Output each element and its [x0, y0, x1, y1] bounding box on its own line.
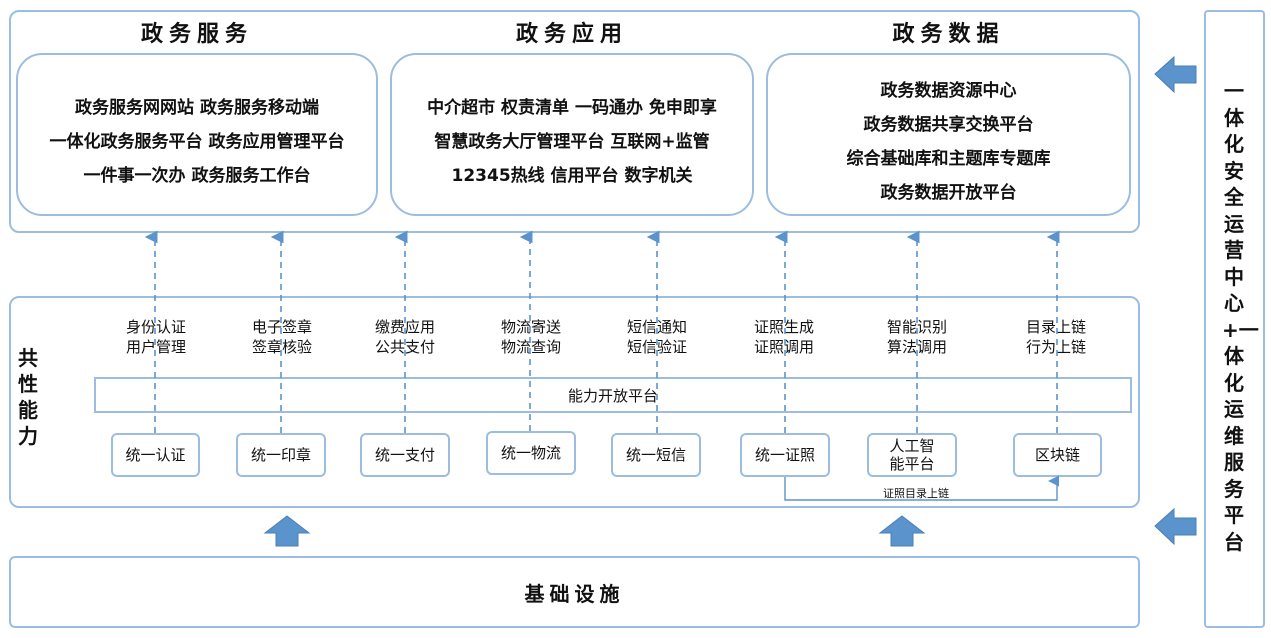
- section-title-data: 政务数据: [892, 22, 1005, 47]
- unified-payment-box: 统一支付: [360, 433, 450, 477]
- blockchain-box: 区块链: [1013, 433, 1102, 477]
- applications-line-3: 12345热线 信用平台 数字机关: [451, 166, 693, 186]
- capability-label-line: 物流查询: [500, 338, 561, 356]
- block-arrow-up-left: [263, 515, 311, 547]
- applications-line-1: 中介超市 权责清单 一码通办 免申即享: [427, 98, 717, 118]
- capability-open-platform: 能力开放平台: [94, 377, 1132, 413]
- capability-label-auth: 身份认证 用户管理: [106, 317, 206, 357]
- block-arrow-left-top: [1154, 55, 1197, 94]
- capability-label-license: 证照生成 证照调用: [734, 317, 834, 357]
- capability-label-line: 电子签章: [251, 318, 312, 336]
- capability-label-sms: 短信通知 短信验证: [607, 317, 707, 357]
- applications-box: 中介超市 权责清单 一码通办 免申即享 智慧政务大厅管理平台 互联网+监管 12…: [390, 53, 754, 216]
- data-line-1: 政务数据资源中心: [880, 81, 1017, 101]
- capability-label-line: 公共支付: [374, 338, 435, 356]
- unified-logistics-box: 统一物流: [486, 431, 576, 475]
- capability-label-logistics: 物流寄送 物流查询: [481, 317, 581, 357]
- capability-label-line: 证照生成: [753, 318, 814, 336]
- capability-label-payment: 缴费应用 公共支付: [355, 317, 455, 357]
- unified-seal-box: 统一印章: [236, 433, 326, 477]
- capability-label-line: 算法调用: [886, 338, 947, 356]
- data-line-2: 政务数据共享交换平台: [863, 115, 1034, 135]
- capability-label-line: 智能识别: [886, 318, 947, 336]
- data-box: 政务数据资源中心 政务数据共享交换平台 综合基础库和主题库专题库 政务数据开放平…: [766, 53, 1131, 216]
- capability-label-line: 用户管理: [125, 338, 186, 356]
- unified-auth-box: 统一认证: [111, 433, 200, 477]
- capability-label-line: 短信验证: [626, 338, 687, 356]
- infrastructure-box: 基础设施: [9, 556, 1140, 628]
- capability-label-blockchain: 目录上链 行为上链: [1006, 317, 1106, 357]
- capability-label-line: 物流寄送: [500, 318, 561, 336]
- license-to-blockchain-link: [784, 475, 1060, 501]
- capability-side-label: 共性能力: [18, 346, 38, 448]
- applications-line-2: 智慧政务大厅管理平台 互联网+监管: [434, 132, 710, 152]
- capability-label-line: 签章核验: [251, 338, 312, 356]
- ai-platform-box: 人工智能平台: [867, 433, 957, 477]
- capability-label-line: 目录上链: [1025, 318, 1086, 336]
- data-line-4: 政务数据开放平台: [880, 183, 1017, 203]
- capability-label-line: 身份认证: [125, 318, 186, 336]
- capability-label-seal: 电子签章 签章核验: [232, 317, 332, 357]
- capability-label-ai: 智能识别 算法调用: [867, 317, 967, 357]
- capability-label-line: 证照调用: [753, 338, 814, 356]
- capability-label-line: 短信通知: [626, 318, 687, 336]
- services-box: 政务服务网网站 政务服务移动端 一体化政务服务平台 政务应用管理平台 一件事一次…: [16, 53, 378, 216]
- license-chain-link-label: 证照目录上链: [870, 486, 962, 502]
- section-title-services: 政务服务: [140, 22, 253, 47]
- unified-sms-box: 统一短信: [611, 433, 701, 477]
- services-line-3: 一件事一次办 政务服务工作台: [83, 166, 311, 186]
- section-title-applications: 政务应用: [515, 22, 628, 47]
- services-line-1: 政务服务网网站 政务服务移动端: [75, 98, 319, 118]
- services-line-2: 一体化政务服务平台 政务应用管理平台: [49, 132, 345, 152]
- right-panel-frame: [1204, 10, 1265, 628]
- unified-license-box: 统一证照: [740, 433, 830, 477]
- data-line-3: 综合基础库和主题库专题库: [846, 149, 1051, 169]
- capability-label-line: 缴费应用: [374, 318, 435, 336]
- capability-label-line: 行为上链: [1025, 338, 1086, 356]
- block-arrow-up-right: [878, 515, 926, 547]
- block-arrow-left-bottom: [1154, 507, 1197, 546]
